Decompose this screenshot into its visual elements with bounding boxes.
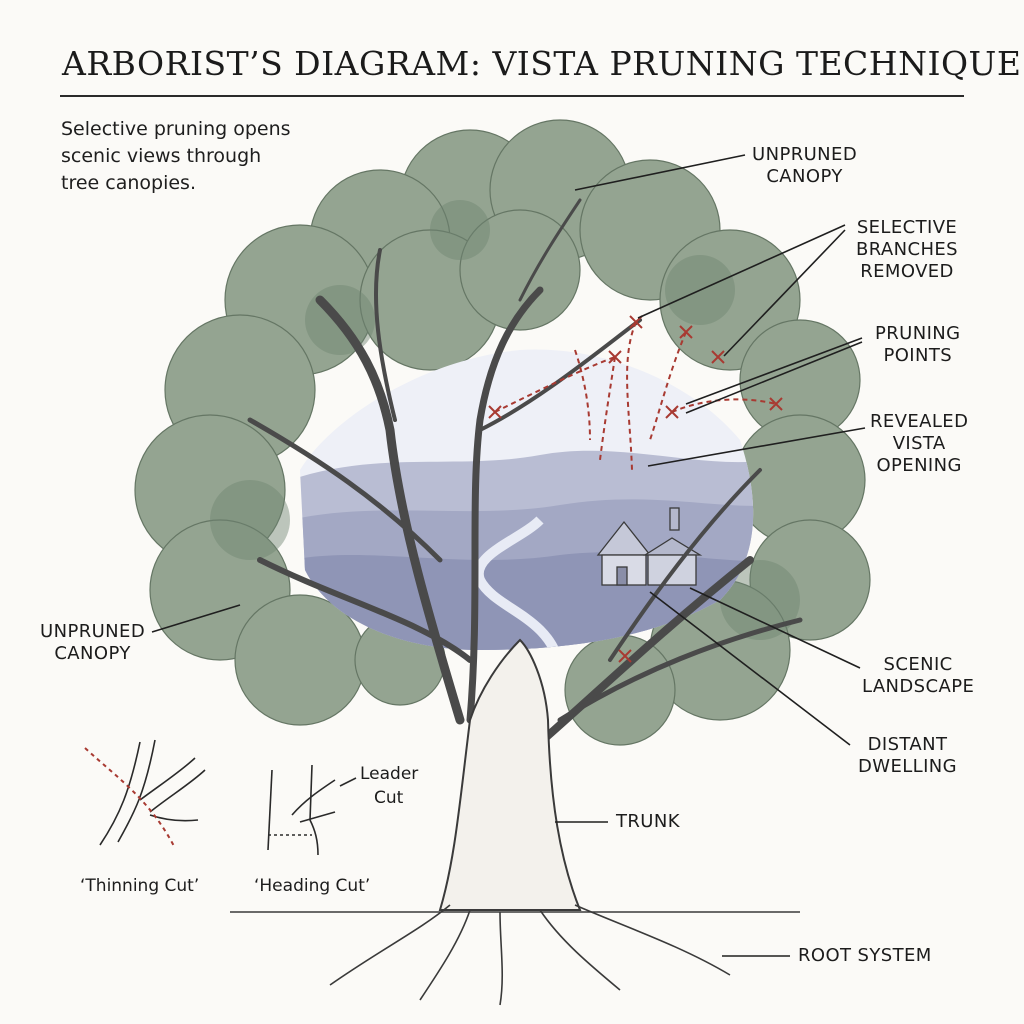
label-revealed-vista-opening: REVEALED VISTA OPENING — [870, 411, 968, 477]
label-line: OPENING — [876, 455, 962, 476]
branches — [247, 198, 803, 764]
heading-cut-inset — [267, 764, 357, 856]
diagram-title: ARBORIST’S DIAGRAM: VISTA PRUNING TECHNI… — [62, 44, 1022, 83]
label-distant-dwelling: DISTANT DWELLING — [858, 734, 957, 778]
label-line: CANOPY — [766, 166, 843, 187]
label-unpruned-canopy-top: UNPRUNED CANOPY — [752, 144, 857, 188]
label-line: CANOPY — [54, 643, 131, 664]
label-root-system: ROOT SYSTEM — [798, 945, 932, 966]
label-line: PRUNING — [875, 323, 961, 344]
pruning-point-marks — [488, 315, 783, 663]
trunk-drawing — [438, 638, 582, 911]
thinning-cut-line — [84, 747, 176, 849]
thinning-cut-caption: ‘Thinning Cut’ — [80, 876, 200, 896]
pruning-cut-lines — [494, 321, 777, 471]
label-line: SELECTIVE — [856, 217, 958, 238]
label-line: BRANCHES — [856, 239, 959, 260]
intro-line-2: scenic views through — [61, 145, 262, 167]
label-line: REMOVED — [860, 261, 954, 282]
label-trunk: TRUNK — [616, 811, 680, 832]
label-scenic-landscape: SCENIC LANDSCAPE — [862, 654, 974, 698]
leader-cut-line-2: Cut — [374, 788, 404, 808]
label-line: REVEALED — [870, 411, 969, 432]
title-rule — [60, 95, 964, 97]
leader-cut-label: Leader Cut — [360, 762, 418, 810]
label-line: UNPRUNED — [40, 621, 146, 642]
intro-line-1: Selective pruning opens — [61, 118, 291, 140]
intro-line-3: tree canopies. — [61, 172, 196, 194]
label-unpruned-canopy-left: UNPRUNED CANOPY — [40, 621, 145, 665]
thinning-cut-inset — [99, 739, 206, 846]
label-line: LANDSCAPE — [862, 676, 975, 697]
distant-dwelling-drawing — [596, 507, 703, 586]
leader-cut-line-1: Leader — [360, 764, 419, 784]
leader-lines — [151, 154, 866, 957]
label-line: UNPRUNED — [752, 144, 858, 165]
roots — [230, 904, 800, 1006]
label-pruning-points: PRUNING POINTS — [875, 323, 961, 367]
label-line: DISTANT — [867, 734, 948, 755]
label-line: POINTS — [883, 345, 953, 366]
heading-cut-caption: ‘Heading Cut’ — [254, 876, 371, 896]
label-line: DWELLING — [858, 756, 958, 777]
label-line: SCENIC — [883, 654, 953, 675]
label-selective-branches-removed: SELECTIVE BRANCHES REMOVED — [856, 217, 958, 283]
label-line: VISTA — [892, 433, 946, 454]
intro-text: Selective pruning opens scenic views thr… — [61, 116, 321, 197]
